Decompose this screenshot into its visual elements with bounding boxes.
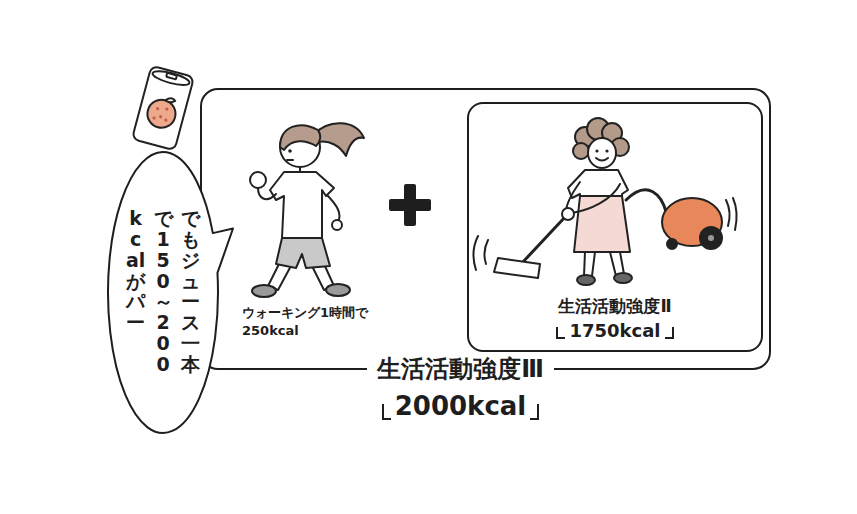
woman-eye — [605, 149, 608, 152]
label-wrap: ウォーキング1時間で 250kcal — [242, 304, 382, 339]
can-body — [132, 66, 194, 151]
vacuum-stick — [522, 216, 566, 263]
girl-eye — [288, 149, 292, 153]
text-stack: 生活活動強度Ⅱ 1750kcal — [469, 296, 761, 342]
bubble-shape — [108, 152, 233, 433]
girl-hair — [280, 125, 320, 150]
woman-apron — [574, 196, 630, 252]
bracket-row: 1750kcal — [556, 320, 673, 342]
can-leaf — [165, 97, 176, 104]
can-fruit — [144, 97, 178, 131]
girl-shirt — [270, 172, 334, 238]
plus-bar — [404, 184, 416, 226]
vacuum-nozzle — [494, 258, 540, 278]
motion-line — [726, 200, 730, 226]
woman-smile — [596, 158, 608, 161]
motion-line — [733, 198, 737, 230]
woman-leg — [584, 252, 595, 276]
motion-line — [484, 240, 488, 264]
speech-text: でもジュース一本で150～200kcalがパー — [126, 208, 200, 377]
fruit-dot — [152, 116, 156, 120]
bracket-row: 2000kcal — [382, 391, 540, 422]
girl-front-arm — [258, 188, 276, 199]
fruit-dot — [165, 107, 169, 111]
girl-fist — [250, 172, 266, 188]
woman-hand — [562, 208, 574, 220]
girl-mouth — [287, 159, 293, 161]
intensity-title: 生活活動強度Ⅱ — [554, 296, 675, 316]
vacuum-wheel — [667, 239, 677, 249]
can-tab — [166, 73, 177, 79]
bubble-text-wrap: でもジュース一本で150～200kcalがパー — [126, 208, 200, 377]
energy-value: 2000kcal — [395, 391, 527, 422]
can-top — [151, 68, 190, 87]
motion-line — [473, 236, 478, 270]
girl-shorts — [276, 238, 330, 268]
intensity-title: 生活活動強度Ⅲ — [367, 355, 554, 384]
woman-arm — [572, 184, 620, 213]
vacuum-wheel — [700, 227, 722, 249]
fruit-dot — [159, 115, 163, 119]
walking-note: ウォーキング1時間で 250kcal — [242, 304, 382, 339]
girl-ponytail — [314, 123, 364, 156]
girl-back-hand — [332, 220, 342, 230]
walking-girl — [250, 123, 364, 297]
woman-face — [588, 138, 616, 168]
girl-shoe — [252, 285, 276, 297]
vacuuming-woman — [473, 118, 736, 285]
fruit-dots — [152, 104, 171, 123]
bracket-left — [556, 327, 565, 339]
girl-back-arm — [326, 194, 340, 222]
energy-value: 1750kcal — [569, 320, 660, 342]
bracket-right — [530, 404, 539, 420]
juice-can — [132, 66, 194, 151]
vacuum-hub — [708, 235, 714, 241]
girl-shoe — [326, 284, 350, 296]
woman-eye — [595, 149, 598, 152]
woman-shoe — [577, 275, 595, 285]
text-stack: 生活活動強度Ⅲ 2000kcal — [177, 355, 744, 423]
fruit-dot — [164, 118, 168, 122]
bracket-right — [665, 327, 674, 339]
inner-region: 生活活動強度Ⅱ 1750kcal — [467, 102, 763, 352]
woman-shoe — [614, 273, 632, 283]
woman-hose — [626, 190, 666, 212]
plus-sign — [389, 184, 431, 226]
fruit-dot — [156, 107, 160, 111]
bracket-left — [382, 404, 391, 420]
speech-bubble: でもジュース一本で150～200kcalがパー — [105, 150, 235, 435]
woman-hair — [573, 143, 589, 159]
